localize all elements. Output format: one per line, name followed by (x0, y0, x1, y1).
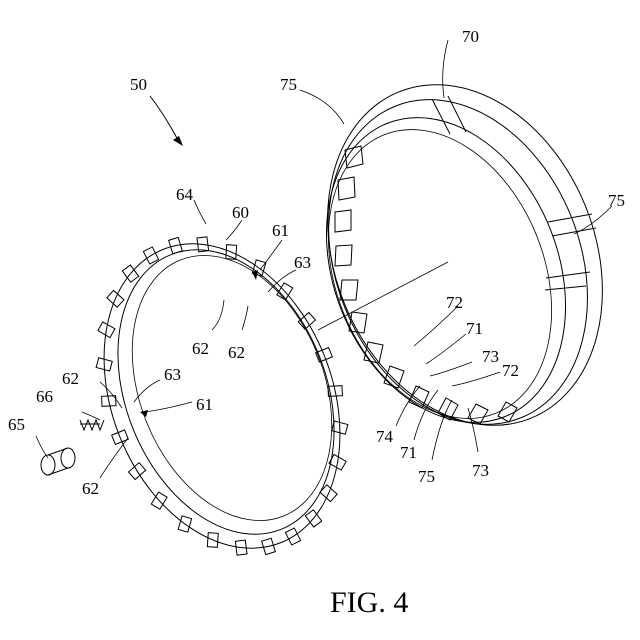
label-62-a: 62 (192, 339, 209, 358)
figure-caption: FIG. 4 (330, 586, 408, 619)
label-73-b: 73 (472, 461, 489, 480)
label-71-a: 71 (466, 319, 483, 338)
label-74: 74 (376, 427, 394, 446)
label-62-left: 62 (62, 369, 79, 388)
label-75-left: 75 (280, 75, 297, 94)
outer-ring (279, 43, 640, 467)
label-71-b: 71 (400, 443, 417, 462)
label-63-top: 63 (294, 253, 311, 272)
label-61-top: 61 (272, 221, 289, 240)
label-65: 65 (8, 415, 25, 434)
label-62-bottom: 62 (82, 479, 99, 498)
label-63-left: 63 (164, 365, 181, 384)
label-70: 70 (462, 27, 479, 46)
label-72-b: 72 (502, 361, 519, 380)
spring (80, 420, 104, 430)
label-64: 64 (176, 185, 194, 204)
label-61-left: 61 (196, 395, 213, 414)
label-73-a: 73 (482, 347, 499, 366)
label-60: 60 (232, 203, 249, 222)
label-75-right: 75 (608, 191, 625, 210)
label-72-a: 72 (446, 293, 463, 312)
label-62-b: 62 (228, 343, 245, 362)
label-66: 66 (36, 387, 53, 406)
leader-lines (36, 40, 612, 478)
label-50: 50 (130, 75, 147, 94)
roller (41, 448, 75, 475)
outer-ring-teeth (335, 146, 517, 424)
label-75-bottom: 75 (418, 467, 435, 486)
assembly-arrow (150, 96, 183, 146)
